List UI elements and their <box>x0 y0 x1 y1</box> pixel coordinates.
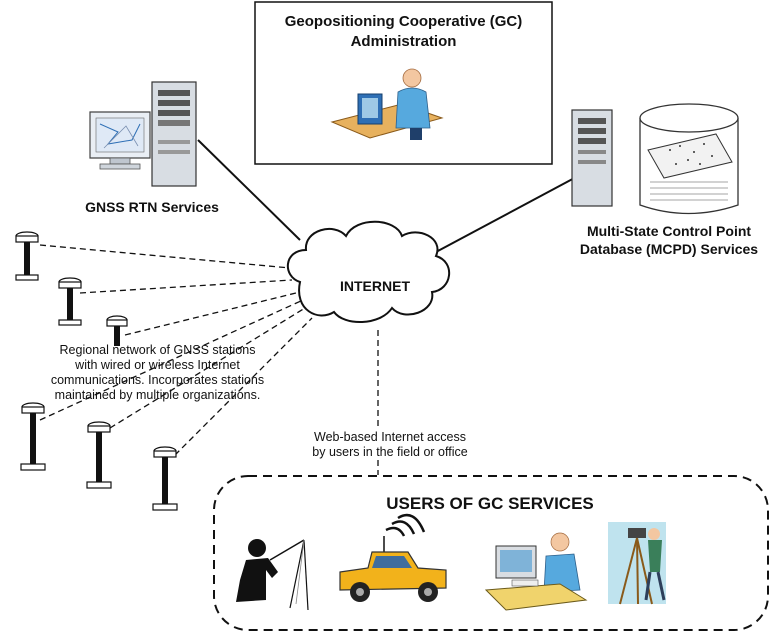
rtn-computer-icon <box>89 111 151 170</box>
gnss-station-6 <box>152 446 178 511</box>
mcpd-server-icon <box>571 109 613 207</box>
internet-label: INTERNET <box>340 278 410 294</box>
admin-person-icon <box>330 68 444 140</box>
gnss-station-4 <box>20 402 46 471</box>
office-worker-icon <box>484 532 588 611</box>
admin-box <box>254 1 553 165</box>
database-icon <box>639 103 739 215</box>
rtn-server-icon <box>151 81 197 187</box>
rtn-link <box>197 139 301 241</box>
surveyor-silhouette-icon <box>236 539 309 611</box>
gnss-stations <box>15 231 178 511</box>
stations-note: Regional network of GNSS stations with w… <box>50 343 265 402</box>
mcpd-link <box>435 174 581 253</box>
tripod-surveyor-icon <box>608 522 666 605</box>
internet-cloud <box>286 220 451 324</box>
pickup-truck-icon <box>339 513 447 602</box>
mcpd-label: Multi-State Control Point Database (MCPD… <box>579 223 759 257</box>
station-links <box>39 244 379 475</box>
admin-title: Geopositioning Cooperative (GC) Administ… <box>284 13 523 50</box>
access-note: Web-based Internet access by users in th… <box>290 430 490 460</box>
gnss-station-3 <box>106 315 128 346</box>
gnss-station-1 <box>15 231 39 281</box>
connections <box>197 139 581 253</box>
rtn-label: GNSS RTN Services <box>85 199 219 215</box>
gnss-station-2 <box>58 277 82 326</box>
gnss-station-5 <box>86 421 112 489</box>
users-title: USERS OF GC SERVICES <box>386 494 594 513</box>
